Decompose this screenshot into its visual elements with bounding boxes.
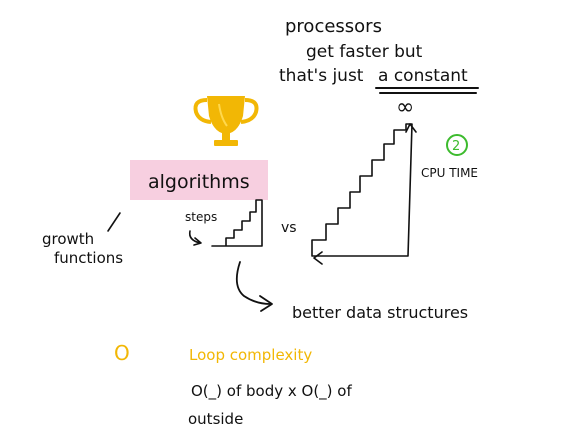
growth-label-line1: growth [42, 230, 94, 248]
note-processors-line1: processors [285, 16, 382, 37]
step-number-circle [446, 134, 468, 156]
algorithms-label: algorithms [148, 171, 250, 193]
body-complexity-line2: outside [188, 410, 243, 428]
staircase-left-arrow [313, 251, 323, 265]
staircase-top-arrow [405, 123, 417, 133]
algorithms-highlight [130, 160, 268, 200]
curved-arrow-head [259, 295, 273, 312]
body-complexity-line1: O(_) of body x O(_) of [191, 382, 352, 401]
growth-pointer [107, 212, 121, 232]
growth-label-line2: functions [54, 249, 123, 267]
note-processors-line3-prefix: that's just [279, 66, 364, 86]
big-staircase-icon [311, 123, 413, 257]
loop-complexity-label: Loop complexity [189, 346, 312, 364]
vs-label: vs [281, 220, 297, 236]
steps-arrow [188, 230, 202, 246]
step-number: 2 [452, 139, 460, 154]
note-processors-line2: get faster but [306, 42, 423, 62]
trophy-icon [193, 96, 259, 146]
steps-label: steps [185, 210, 217, 224]
infinity-label: ∞ [396, 95, 414, 120]
small-staircase-icon [211, 199, 263, 247]
cpu-time-label: CPU TIME [421, 166, 478, 180]
loop-marker: O [114, 341, 130, 365]
note-constant: a constant [378, 66, 468, 86]
curved-arrow-icon [235, 261, 271, 305]
better-data-structures-label: better data structures [292, 303, 468, 322]
